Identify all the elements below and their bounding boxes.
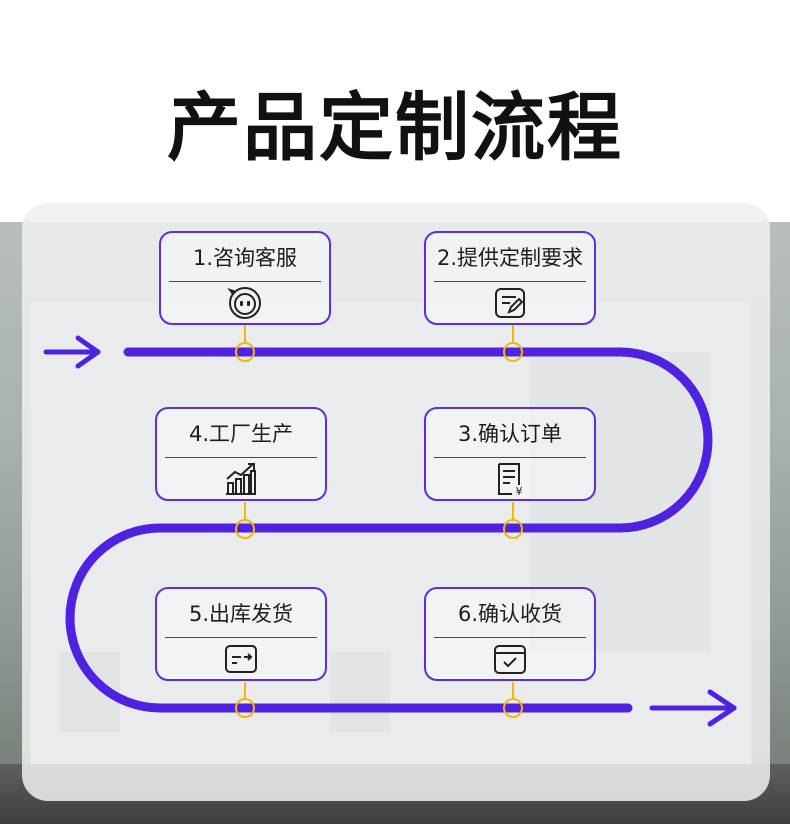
connector-node (235, 342, 255, 362)
process-panel (22, 203, 770, 801)
growth-chart-icon (226, 463, 256, 495)
step-card-requirements: 2.提供定制要求 (424, 231, 596, 325)
flow-line (65, 347, 713, 713)
connector-node (503, 519, 523, 539)
start-arrow-icon (43, 335, 101, 369)
connector-node (235, 698, 255, 718)
step-label: 4.工厂生产 (188, 422, 294, 446)
divider (165, 457, 317, 458)
connector-node (503, 342, 523, 362)
svg-text:¥: ¥ (516, 485, 523, 497)
divider (165, 637, 317, 638)
step-label: 3.确认订单 (457, 422, 563, 446)
edit-document-icon (495, 288, 525, 318)
step-card-receive: 6.确认收货 (424, 587, 596, 681)
step-card-consult: 1.咨询客服 (159, 231, 331, 325)
step-label: 2.提供定制要求 (436, 246, 584, 270)
step-label: 6.确认收货 (457, 602, 563, 626)
step-card-confirm-order: 3.确认订单 ¥ (424, 407, 596, 501)
divider (434, 457, 586, 458)
divider (434, 637, 586, 638)
order-receipt-icon: ¥ (498, 463, 523, 497)
step-label: 5.出库发货 (188, 602, 294, 626)
page-title: 产品定制流程 (167, 85, 623, 171)
delivery-box-icon (494, 645, 526, 674)
divider (434, 281, 586, 282)
connector-node (503, 698, 523, 718)
step-card-production: 4.工厂生产 (155, 407, 327, 501)
connector-node (235, 519, 255, 539)
chat-bubble-icon (227, 287, 261, 319)
step-label: 1.咨询客服 (192, 246, 298, 270)
divider (169, 281, 321, 282)
end-arrow-icon (649, 689, 737, 727)
dispatch-icon (225, 645, 257, 673)
step-card-shipping: 5.出库发货 (155, 587, 327, 681)
